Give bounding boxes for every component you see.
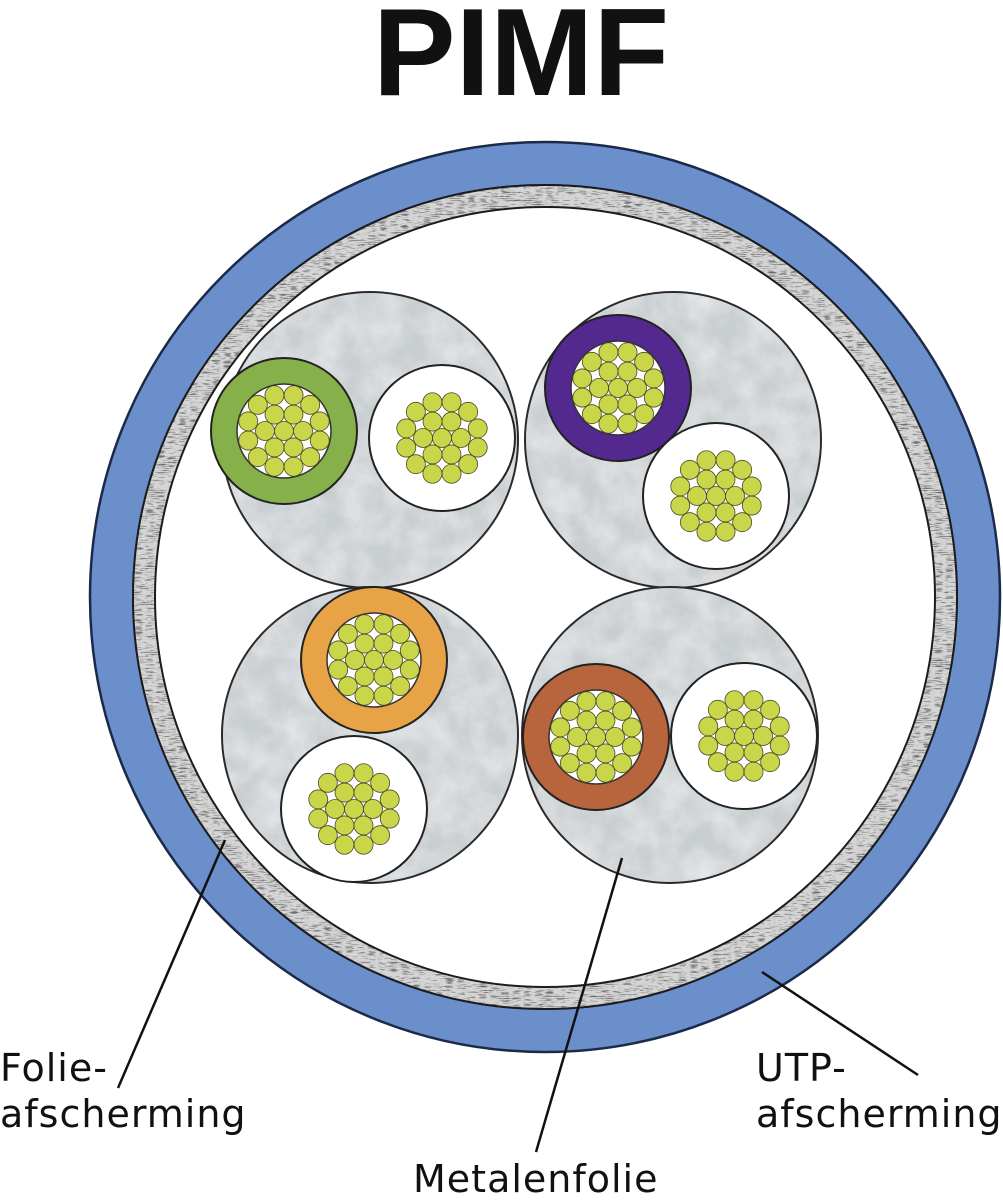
shielded-pairs (210, 291, 822, 884)
conductor-purple (572, 342, 664, 434)
pair-green (210, 291, 519, 589)
label-folie-line2: afscherming (0, 1092, 247, 1136)
conductor-white (308, 763, 400, 855)
pair-purple (524, 291, 822, 589)
diagram-title: PIMF (373, 0, 669, 122)
leader-line-folie (116, 839, 227, 1089)
leader-line-utp (761, 970, 919, 1077)
pair-orange (221, 586, 519, 884)
label-folie-line1: Folie- (0, 1046, 108, 1090)
conductor-white (396, 392, 488, 484)
conductor-white (670, 450, 762, 542)
conductor-brown (550, 691, 642, 783)
conductor-green (238, 385, 330, 477)
label-metalenfolie: Metalenfolie (413, 1157, 659, 1200)
label-utp-line1: UTP- (756, 1046, 847, 1090)
braid-shield (130, 182, 960, 1012)
conductor-white (698, 690, 790, 782)
pair-brown (521, 586, 819, 884)
conductor-orange (328, 614, 420, 706)
label-utp-line2: afscherming (756, 1092, 1003, 1136)
leader-line-metalenfolie (534, 857, 624, 1153)
